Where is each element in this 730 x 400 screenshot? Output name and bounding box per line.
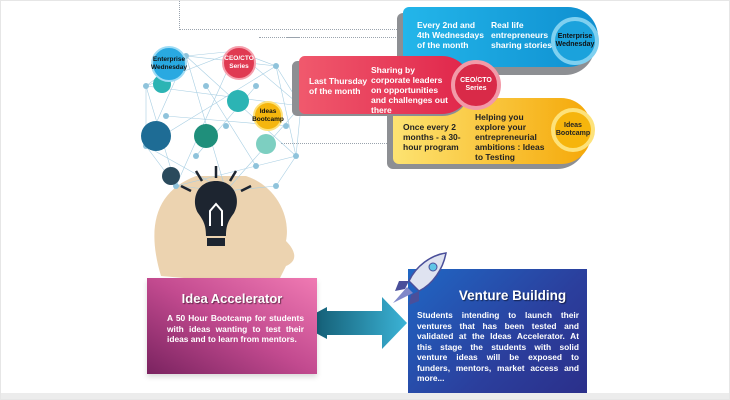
rocket-icon	[393, 252, 447, 305]
venture-building-box: Venture Building Students intending to l…	[408, 269, 587, 394]
badge-ideas-bootcamp: Ideas Bootcamp	[551, 108, 595, 152]
bottom-strip	[1, 393, 729, 399]
light-rays	[180, 166, 252, 193]
card-when: Once every 2 months - a 30-hour program	[403, 122, 461, 152]
connector-line	[286, 37, 396, 38]
card-when: Every 2nd and 4th Wednesdays of the mont…	[417, 20, 484, 50]
idea-accelerator-text: A 50 Hour Bootcamp for students with ide…	[167, 313, 304, 344]
badge-ceo-cto-series: CEO/CTO Series	[451, 60, 501, 110]
double-arrow-icon	[297, 297, 407, 349]
card-when: Last Thursday of the month	[309, 76, 368, 96]
venture-building-title: Venture Building	[458, 288, 567, 303]
badge-enterprise-wednesday: Enterprise Wednesday	[551, 17, 599, 65]
gears-icon	[194, 124, 218, 148]
card-ceo-cto-series: Last Thursday of the month Sharing by co…	[299, 56, 471, 115]
lightbulb-icon	[195, 181, 237, 236]
connector-line	[259, 37, 299, 38]
people-icon	[162, 167, 180, 185]
venture-building-text: Students intending to launch their ventu…	[417, 310, 579, 383]
network-badge-ideas: Ideas Bootcamp	[252, 101, 284, 131]
chat-icon	[141, 121, 171, 151]
card-what: Helping you explore your entrepreneurial…	[475, 112, 545, 162]
connector-line	[179, 1, 405, 30]
refresh-icon	[227, 90, 249, 112]
network-head-illustration	[141, 48, 304, 286]
idea-accelerator-title: Idea Accelerator	[181, 291, 283, 306]
connector-line	[281, 113, 393, 144]
network-badge-ceo: CEO/CTO Series	[222, 46, 256, 80]
network-badge-enterprise: Enterprise Wednesday	[151, 46, 187, 82]
card-what: Real life entrepreneurs sharing stories	[491, 20, 552, 50]
card-what: Sharing by corporate leaders on opportun…	[371, 65, 448, 115]
chart-icon	[256, 134, 276, 154]
idea-accelerator-box: Idea Accelerator A 50 Hour Bootcamp for …	[147, 278, 317, 374]
